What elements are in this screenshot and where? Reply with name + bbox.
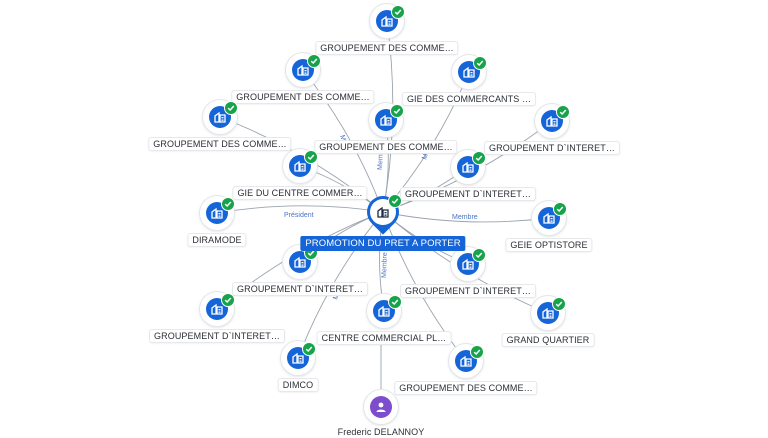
verified-check-icon <box>472 248 486 262</box>
verified-check-icon <box>221 293 235 307</box>
edge-label-membre-right: Membre <box>452 214 478 221</box>
node-label[interactable]: Frederic DELANNOY <box>333 426 429 438</box>
person-icon <box>370 396 392 418</box>
verified-check-icon <box>553 202 567 216</box>
node-label[interactable]: GIE DU CENTRE COMMER… <box>233 187 367 199</box>
verified-check-icon <box>556 105 570 119</box>
node-label[interactable]: DIMCO <box>278 379 318 391</box>
edge-label-membre-bottom: Membre <box>381 252 389 278</box>
verified-check-icon <box>552 297 566 311</box>
node-label[interactable]: CENTRE COMMERCIAL PL… <box>317 332 451 344</box>
node-label[interactable]: GROUPEMENT D`INTERET… <box>401 285 535 297</box>
verified-check-icon <box>472 151 486 165</box>
verified-check-icon <box>388 194 402 208</box>
edge-n9 <box>216 205 384 214</box>
edge-label-me-right-top: Me <box>421 149 431 161</box>
verified-check-icon <box>470 345 484 359</box>
edge-label-membre-top: Membre <box>377 144 385 170</box>
node-label[interactable]: DIRAMODE <box>188 234 246 246</box>
verified-check-icon <box>302 342 316 356</box>
verified-check-icon <box>388 295 402 309</box>
verified-check-icon <box>390 104 404 118</box>
node-label[interactable]: GROUPEMENT DES COMME… <box>395 382 537 394</box>
node-label[interactable]: GROUPEMENT D`INTERET… <box>485 142 619 154</box>
edge-n16 <box>297 211 384 359</box>
node-label[interactable]: GEIE OPTISTORE <box>506 239 592 251</box>
node-label[interactable]: GRAND QUARTIER <box>502 334 594 346</box>
center-node-label[interactable]: PROMOTION DU PRET A PORTER <box>300 236 466 251</box>
node-label[interactable]: GIE DES COMMERCANTS … <box>402 93 536 105</box>
edge-label-me-left-top: Me <box>338 134 348 146</box>
edge-label-president: Président <box>284 212 314 219</box>
node-label[interactable]: GROUPEMENT DES COMME… <box>149 138 291 150</box>
verified-check-icon <box>304 150 318 164</box>
verified-check-icon <box>473 56 487 70</box>
verified-check-icon <box>307 54 321 68</box>
node-label[interactable]: GROUPEMENT D`INTERET… <box>150 330 284 342</box>
verified-check-icon <box>224 101 238 115</box>
node-label[interactable]: GROUPEMENT DES COMME… <box>232 91 374 103</box>
edge-n10 <box>382 211 550 223</box>
node-label[interactable]: GROUPEMENT DES COMME… <box>315 141 457 153</box>
verified-check-icon <box>391 5 405 19</box>
node-label[interactable]: GROUPEMENT D`INTERET… <box>233 283 367 295</box>
node-label[interactable]: GROUPEMENT DES COMME… <box>316 42 458 54</box>
node-label[interactable]: GROUPEMENT D`INTERET… <box>401 188 535 200</box>
verified-check-icon <box>221 197 235 211</box>
edge-n2 <box>302 69 384 213</box>
